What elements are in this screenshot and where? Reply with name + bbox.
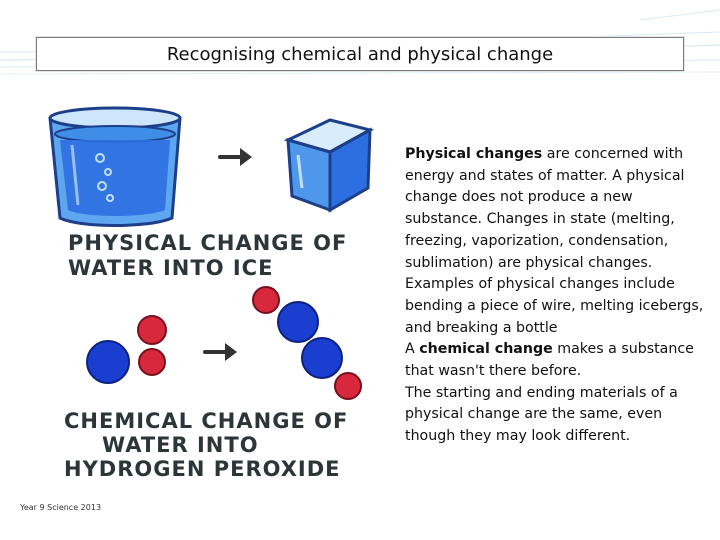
title-box: Recognising chemical and physical change <box>36 37 684 71</box>
chemical-change-term: chemical change <box>419 341 553 358</box>
chemical-change-label-line2: WATER INTO <box>102 433 259 457</box>
physical-changes-term: Physical changes <box>405 146 543 162</box>
chemical-change-label-line3: HYDROGEN PEROXIDE <box>64 457 341 481</box>
water-molecule <box>86 315 167 384</box>
chemical-change-paragraph: A chemical change makes a substance that… <box>405 339 705 382</box>
physical-change-description: are concerned with energy and states of … <box>405 146 704 336</box>
slide-title: Recognising chemical and physical change <box>166 43 554 65</box>
materials-paragraph: The starting and ending materials of a p… <box>405 384 678 445</box>
glass-of-water <box>48 106 182 227</box>
change-illustration: PHYSICAL CHANGE OF WATER INTO ICE CHEMIC… <box>48 106 375 481</box>
physical-change-paragraph: Physical changes are concerned with ener… <box>405 144 705 339</box>
chemical-change-prefix: A <box>405 341 420 358</box>
arrow-icon <box>218 148 252 166</box>
hydrogen-peroxide-molecule <box>252 286 362 400</box>
physical-change-label-line2: WATER INTO ICE <box>68 256 273 280</box>
physical-change-label-line1: PHYSICAL CHANGE OF <box>68 231 347 255</box>
arrow-icon <box>203 343 237 361</box>
slide-footer: Year 9 Science 2013 <box>20 503 102 512</box>
ice-cube <box>283 118 375 213</box>
explanation-text: Physical changes are concerned with ener… <box>405 144 705 448</box>
chemical-change-label-line1: CHEMICAL CHANGE OF <box>64 409 348 433</box>
chemical-change-description: makes a substance that wasn't there befo… <box>405 341 694 380</box>
